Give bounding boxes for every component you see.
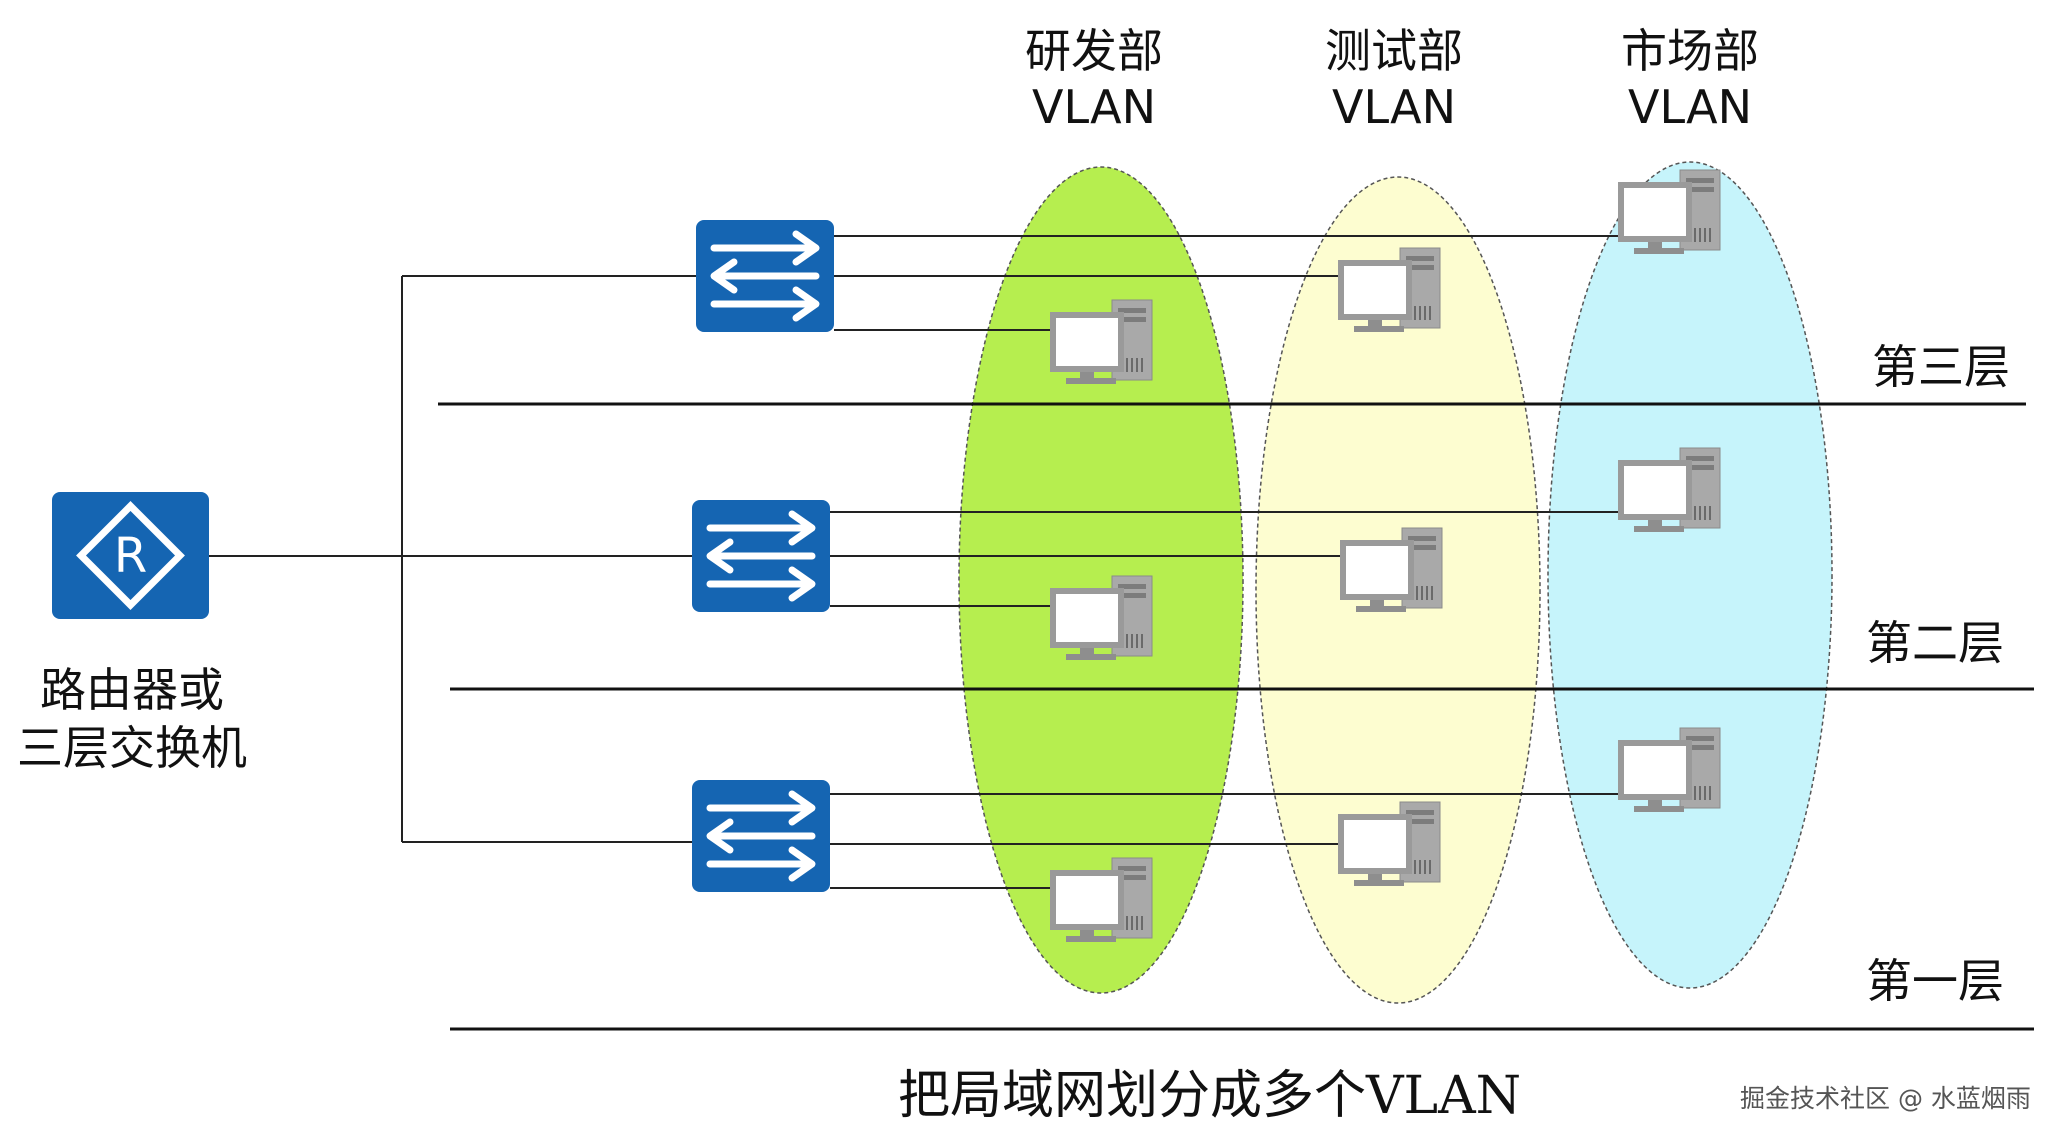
computer-icon [1339,527,1443,613]
dept-name: 研发部 [1025,24,1163,78]
switch-icon [696,220,834,332]
computer-icon [1049,575,1153,661]
computer-icon [1049,857,1153,943]
computer-icon [1337,247,1441,333]
router-icon: R [52,492,209,619]
dept-name: 市场部 [1621,24,1759,78]
vlan-ellipse-market [1547,161,1833,989]
computer-icon [1617,169,1721,255]
layer-label-1: 第一层 [1866,954,2004,1008]
dept-vlan: VLAN [1031,80,1157,134]
dept-label-test: 测试部 VLAN [1294,28,1494,130]
computer-icon [1617,447,1721,533]
router-label: 路由器或 三层交换机 [2,662,262,777]
computer-icon [1049,299,1153,385]
router-label-line1: 路由器或 [40,663,224,717]
dept-vlan: VLAN [1627,80,1753,134]
watermark: 掘金技术社区 @ 水蓝烟雨 [1740,1084,2031,1113]
layer-label-2: 第二层 [1866,616,2004,670]
dept-name: 测试部 [1325,24,1463,78]
vlan-ellipse-rd [958,166,1244,994]
router-label-line2: 三层交换机 [17,720,247,775]
svg-text:R: R [114,528,147,584]
switch-icon [692,500,830,612]
dept-vlan: VLAN [1331,80,1457,134]
computer-icon [1617,727,1721,813]
layer-label-3: 第三层 [1872,340,2010,394]
dept-label-rd: 研发部 VLAN [994,28,1194,130]
switch-icon [692,780,830,892]
dept-label-market: 市场部 VLAN [1590,28,1790,130]
diagram-caption: 把局域网划分成多个VLAN [898,1066,1522,1126]
computer-icon [1337,801,1441,887]
